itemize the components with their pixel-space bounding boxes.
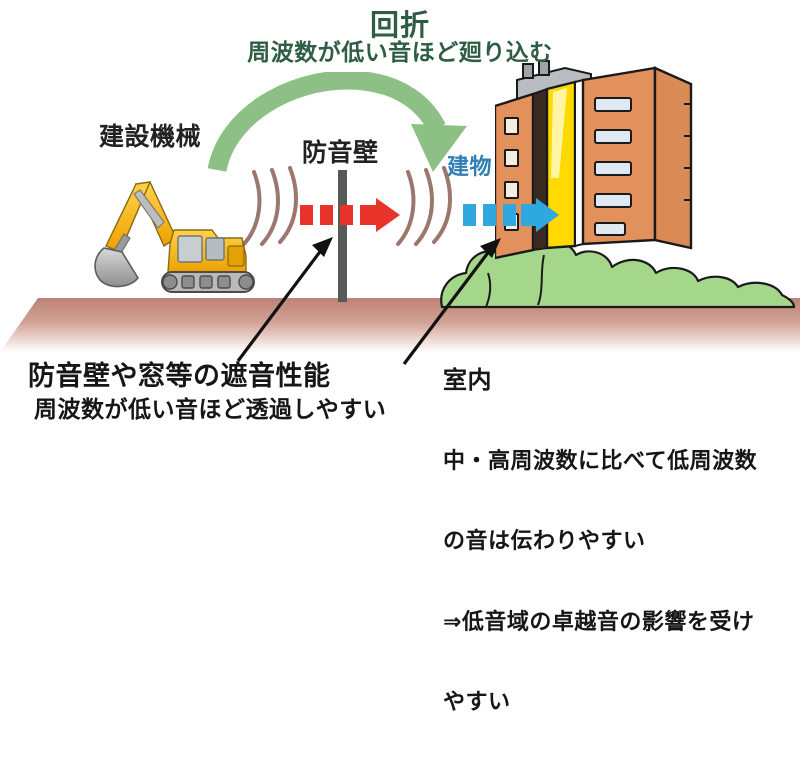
note-indoor-line1: 中・高周波数に比べて低周波数: [443, 448, 758, 474]
note-indoor-line4: やすい: [443, 690, 511, 716]
noise-barrier-wall: [338, 170, 347, 302]
note-indoor-heading: 室内: [443, 365, 492, 394]
note-indoor-line2: の音は伝わりやすい: [443, 529, 646, 555]
note-indoor-line3: ⇒低音域の卓越音の影響を受け: [443, 609, 755, 635]
diffraction-title: 回折: [369, 8, 430, 42]
label-construction-machine: 建設機械: [99, 122, 202, 151]
sound-wave-arcs-behind-wall: [396, 166, 452, 246]
pointer-line-to-building: [402, 238, 501, 365]
blue-dashed-arrow: [463, 198, 559, 232]
green-curved-arrow: [207, 72, 467, 173]
pointer-line-to-wall: [236, 237, 333, 362]
label-building: 建物: [447, 155, 493, 180]
note-insulation-detail: 周波数が低い音ほど透過しやすい: [34, 397, 387, 423]
excavator-illustration: [94, 181, 255, 293]
apartment-building-illustration: [495, 60, 693, 260]
label-noise-barrier: 防音壁: [302, 138, 379, 167]
note-insulation-heading: 防音壁や窓等の遮音性能: [28, 361, 331, 392]
note-indoor: 室内 中・高周波数に比べて低周波数 の音は伝わりやすい ⇒低音域の卓越音の影響を…: [443, 312, 757, 771]
diffraction-subtitle: 周波数が低い音ほど廻り込む: [247, 40, 553, 66]
red-dashed-arrow: [300, 198, 400, 232]
ground-strip: [0, 298, 800, 352]
sound-wave-arcs-source: [242, 166, 298, 246]
diagram-canvas: 回折 周波数が低い音ほど廻り込む 建設機械 防音壁 建物 防音壁や窓等の遮音性能…: [0, 8, 800, 716]
